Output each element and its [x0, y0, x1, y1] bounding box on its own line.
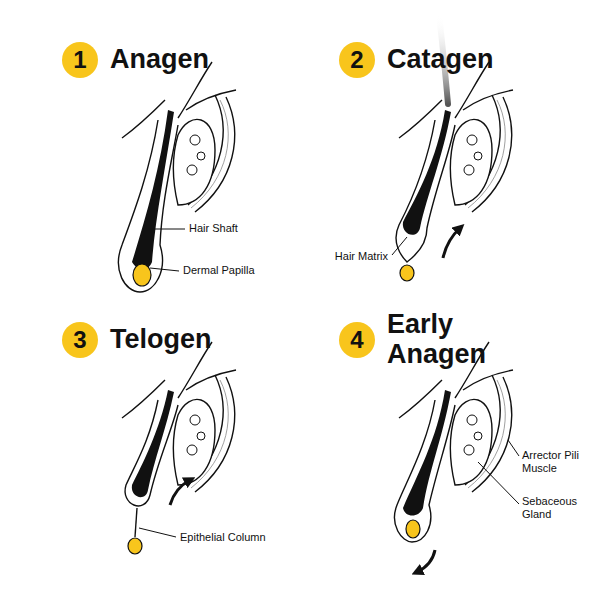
hair-shaft — [403, 390, 451, 516]
leader-line — [148, 229, 185, 230]
part-label: Epithelial Column — [180, 531, 266, 544]
leader-line — [150, 268, 179, 271]
dermal-papilla — [406, 520, 420, 538]
stage-title: Catagen — [387, 45, 494, 75]
dermal-papilla — [133, 264, 151, 286]
leader-line — [508, 440, 519, 456]
hair-shaft — [132, 390, 174, 497]
leader-lines — [139, 229, 519, 537]
dermal-papilla — [400, 265, 414, 281]
part-label: Sebaceous Gland — [522, 495, 594, 521]
leader-line — [139, 528, 176, 537]
part-label: Dermal Papilla — [183, 264, 255, 277]
anagen-follicle — [118, 62, 236, 292]
leader-line — [478, 462, 519, 504]
leader-line — [392, 237, 407, 255]
callout-number: 1 — [62, 42, 98, 78]
epithelial-column — [135, 508, 137, 537]
direction-arrow — [443, 228, 460, 258]
part-label: Hair Shaft — [189, 222, 238, 235]
stage-title: Telogen — [110, 325, 212, 355]
stage-heading: 3 Telogen — [62, 322, 212, 358]
part-label: Arrector Pili Muscle — [522, 449, 594, 475]
hair-shaft — [132, 110, 174, 270]
stage-title: Early Anagen — [387, 310, 537, 369]
stage-heading: 2 Catagen — [339, 42, 494, 78]
part-label: Hair Matrix — [335, 250, 388, 263]
dermal-papilla — [128, 538, 142, 554]
telogen-follicle — [122, 342, 236, 554]
callout-number: 4 — [339, 322, 375, 358]
skin-gland-muscle — [122, 62, 236, 212]
early-anagen-follicle — [395, 342, 513, 572]
stage-title: Anagen — [110, 45, 209, 75]
direction-arrow — [170, 480, 190, 505]
hair-shaft — [403, 110, 451, 235]
callout-number: 3 — [62, 322, 98, 358]
stage-heading: 4 Early Anagen — [339, 310, 537, 369]
callout-number: 2 — [339, 42, 375, 78]
follicle-sheath — [118, 120, 178, 292]
direction-arrow — [417, 550, 435, 572]
stage-heading: 1 Anagen — [62, 42, 209, 78]
